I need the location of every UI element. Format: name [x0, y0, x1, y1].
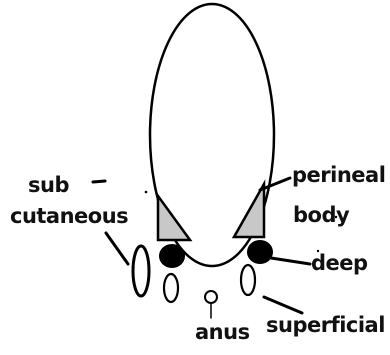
- deep-pointer: [271, 258, 310, 264]
- deep-sphincter-left: [159, 244, 185, 268]
- subcutaneous-pointer: [106, 233, 128, 264]
- subcutaneous-sphincter: [133, 246, 149, 296]
- superficial-pointer: [264, 297, 302, 313]
- label-anus: anus: [195, 322, 250, 343]
- label-body: body: [293, 205, 349, 226]
- perineal-body-wedge-left: [158, 196, 190, 240]
- label-perineal: perineal: [292, 165, 385, 186]
- deep-sphincter-right: [247, 240, 273, 264]
- superficial-sphincter-right: [241, 265, 255, 295]
- dash-mark: [93, 181, 105, 182]
- label-sub: sub: [28, 175, 69, 196]
- perineal-body-wedge-right: [234, 184, 264, 237]
- superficial-sphincter-left: [164, 274, 178, 302]
- stray-dot-1: [145, 191, 148, 194]
- anus-marker: [205, 291, 217, 303]
- label-cutaneous: cutaneous: [10, 206, 128, 227]
- label-superficial: superficial: [266, 315, 385, 336]
- label-deep: deep: [311, 253, 368, 274]
